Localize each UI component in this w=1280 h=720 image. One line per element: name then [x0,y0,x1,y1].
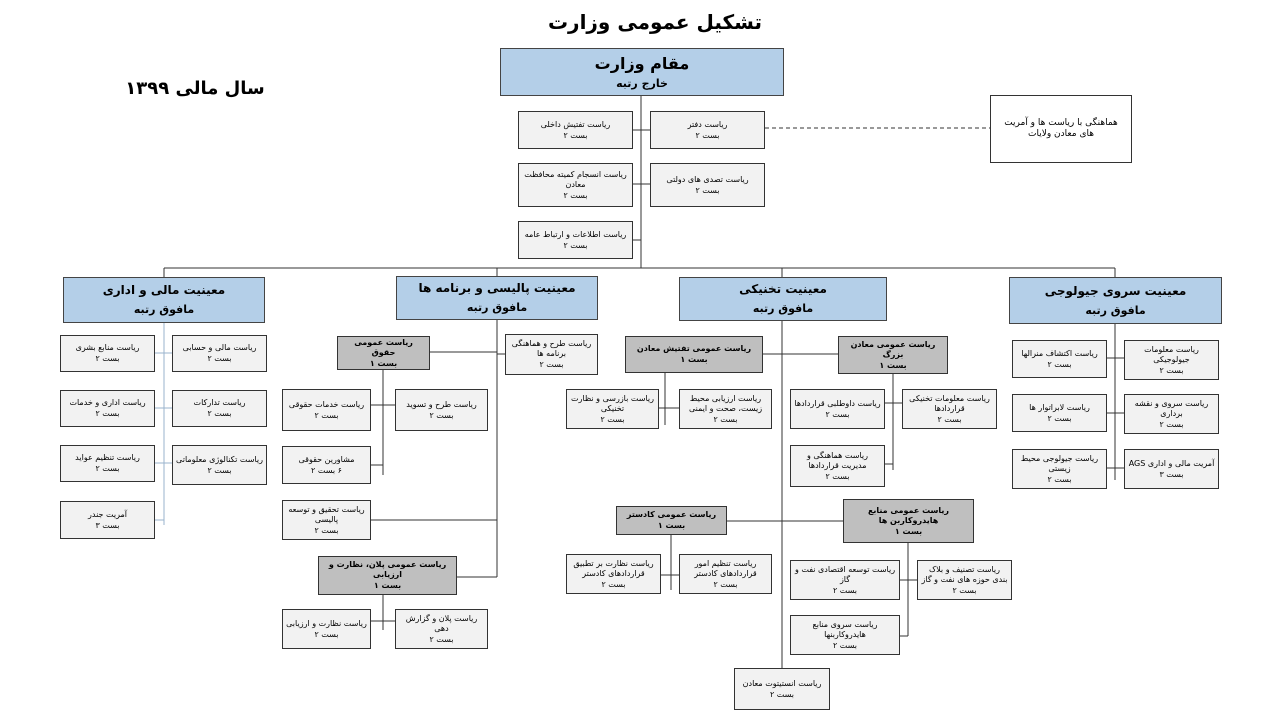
ministry-box: مقام وزارت خارج رتبه [500,48,784,96]
ministry-grade: خارج رتبه [616,76,668,90]
fiscal-year-label: سال مالی ۱۳۹۹ [125,78,265,99]
unit-oil-gas-blocks: ریاست تصنیف و بلاک بندی حوزه های نفت و گ… [917,560,1012,600]
chart-title: تشکیل عمومی وزارت [547,10,763,34]
coordination-note: هماهنگی با ریاست ها و آمریت های معادن ول… [990,95,1132,163]
ministry-title: مقام وزارت [594,53,690,73]
